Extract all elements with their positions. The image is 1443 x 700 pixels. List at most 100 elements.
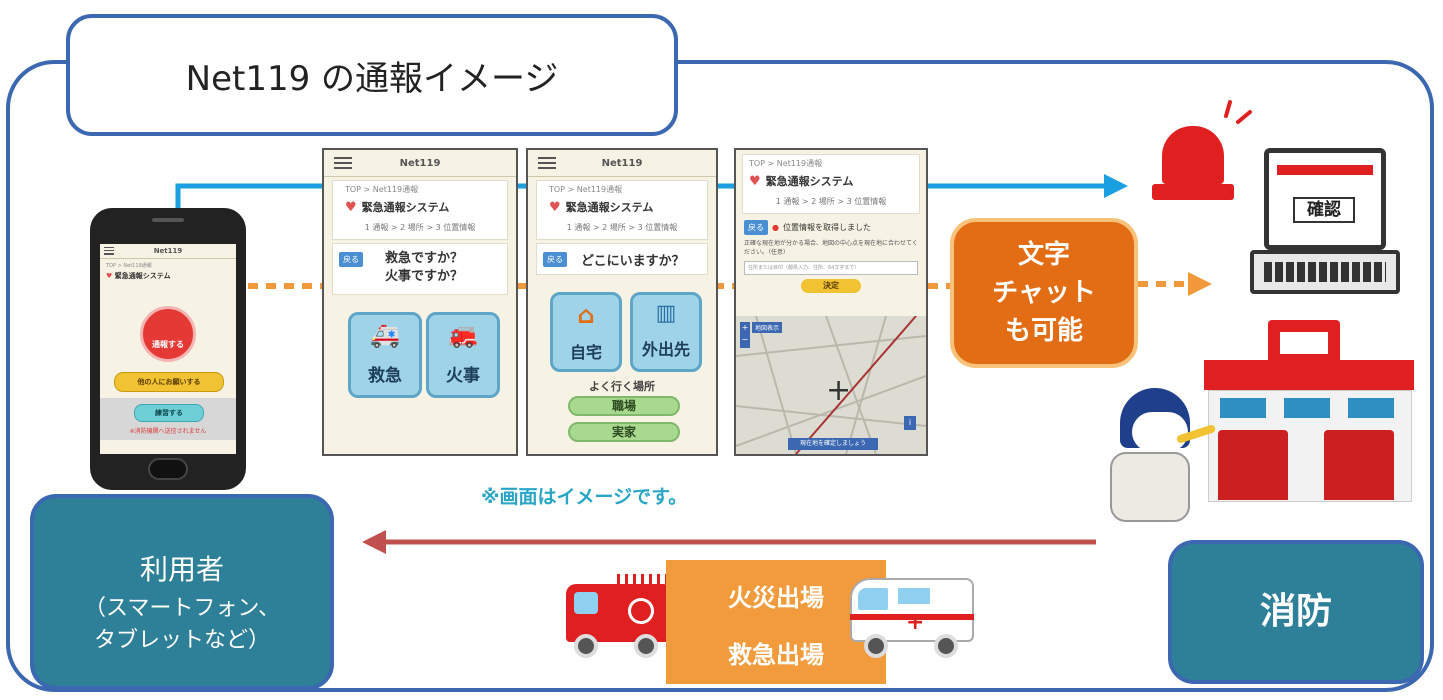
- report-arrowhead: [1104, 174, 1128, 198]
- user-devices-line2: タブレットなど）: [93, 628, 270, 653]
- person-building-icon: ▥: [655, 301, 677, 326]
- screen-location-type: Net119 TOP > Net119通報 ♥ 緊急通報システム 1 通報 > 2…: [526, 148, 718, 456]
- ambulance-option-button[interactable]: 🚑 救急: [348, 312, 422, 398]
- chat-line3: も可能: [1004, 316, 1083, 346]
- user-devices-line1: （スマートフォン、: [83, 596, 281, 621]
- outside-label: 外出先: [641, 340, 690, 359]
- chat-line2: チャット: [992, 278, 1096, 308]
- heart-icon: ♥: [106, 272, 113, 280]
- alarm-light-icon: [1152, 126, 1234, 200]
- dispatch-ambulance-label: 救急出場: [728, 641, 824, 669]
- screen-location-map: TOP > Net119通報 ♥緊急通報システム 1 通報 > 2 場所 > 3…: [734, 148, 928, 456]
- ambulance-icon: 🚑: [370, 321, 400, 349]
- phone-nav: Net119: [100, 244, 236, 259]
- screen3-breadcrumb: TOP > Net119通報: [749, 159, 823, 168]
- screen2-header-card: TOP > Net119通報 ♥ 緊急通報システム 1 通報 > 2 場所 > 3…: [536, 180, 708, 240]
- address-input[interactable]: 住所または目印（都県入力、住所、64文字まで）: [744, 261, 918, 275]
- phone-screen: Net119 TOP > Net119通報 ♥ 緊急通報システム 通報する 他の…: [100, 244, 236, 454]
- screen1-system-name: 緊急通報システム: [361, 201, 450, 214]
- home-option-button[interactable]: ⌂ 自宅: [550, 292, 622, 372]
- report-button-label: 通報する: [152, 340, 184, 349]
- question-line2: 火事ですか？: [385, 269, 464, 284]
- screen-caption: ※画面はイメージです。: [481, 486, 688, 508]
- back-button[interactable]: 戻る: [744, 220, 768, 235]
- fire-option-button[interactable]: 🚒 火事: [426, 312, 500, 398]
- phone-app-name: Net119: [153, 247, 183, 255]
- dispatch-arrowhead: [362, 530, 386, 554]
- user-label: 利用者: [139, 553, 224, 586]
- diagram-frame: [6, 60, 1434, 692]
- fire-engine-icon: [566, 570, 670, 660]
- heart-icon: ♥: [345, 199, 357, 215]
- dispatch-fire-label: 火災出場: [728, 584, 824, 612]
- user-box: 利用者 （スマートフォン、 タブレットなど）: [30, 494, 334, 690]
- screen2-app-name: Net119: [601, 157, 643, 169]
- screen-emergency-type: Net119 TOP > Net119通報 ♥ 緊急通報システム 1 通報 > 2…: [322, 148, 518, 456]
- house-icon: ⌂: [577, 301, 595, 329]
- screen2-nav: Net119: [528, 150, 716, 177]
- phone-breadcrumb: TOP > Net119通報: [106, 263, 152, 269]
- laptop-screen: 確認: [1264, 148, 1386, 250]
- screen3-header-card: TOP > Net119通報 ♥緊急通報システム 1 通報 > 2 場所 > 3…: [742, 154, 920, 214]
- menu-icon[interactable]: [538, 157, 556, 169]
- screen2-steps: 1 通報 > 2 場所 > 3 位置情報: [566, 223, 678, 232]
- map-roads: [736, 316, 926, 454]
- dispatch-box: 火災出場 救急出場: [666, 560, 886, 684]
- location-pin-icon: ●: [772, 223, 779, 232]
- laptop-alert-bar: [1277, 165, 1373, 175]
- crosshair-icon: +: [826, 373, 852, 408]
- fire-truck-icon: 🚒: [448, 321, 478, 349]
- confirm-label: 確認: [1293, 197, 1355, 223]
- screen2-question-card: 戻る どこにいますか？: [536, 243, 708, 275]
- fire-department-box: 消防: [1168, 540, 1424, 684]
- map-view[interactable]: 地図表示 +− + 現在地を確定しましょう i: [736, 316, 926, 454]
- heart-icon: ♥: [749, 173, 761, 189]
- screen2-breadcrumb: TOP > Net119通報: [549, 185, 623, 194]
- fire-station-icon: [1198, 320, 1420, 502]
- screen2-system-name: 緊急通報システム: [565, 201, 654, 214]
- menu-icon[interactable]: [104, 247, 114, 255]
- back-button[interactable]: 戻る: [543, 252, 567, 267]
- ask-other-button[interactable]: 他の人にお願いする: [114, 372, 224, 392]
- location-question: どこにいますか？: [581, 254, 685, 269]
- home-label: 自宅: [569, 343, 602, 362]
- report-button[interactable]: 通報する: [140, 306, 196, 362]
- ambulance-icon: +: [850, 572, 974, 662]
- confirm-location-button[interactable]: 現在地を確定しましょう: [788, 438, 878, 450]
- place-work-button[interactable]: 職場: [568, 396, 680, 416]
- screen1-breadcrumb: TOP > Net119通報: [345, 185, 419, 194]
- laptop-keyboard: [1250, 250, 1400, 294]
- frequent-places-label: よく行く場所: [589, 380, 655, 393]
- screen1-nav: Net119: [324, 150, 516, 177]
- screen3-steps: 1 通報 > 2 場所 > 3 位置情報: [775, 197, 887, 206]
- back-button[interactable]: 戻る: [339, 252, 363, 267]
- phone-system-name: 緊急通報システム: [114, 272, 171, 280]
- chat-possible-box: 文字 チャット も可能: [950, 218, 1138, 368]
- info-icon[interactable]: i: [904, 416, 916, 430]
- question-line1: 救急ですか？: [385, 251, 464, 266]
- chat-line1: 文字: [1017, 240, 1070, 270]
- menu-icon[interactable]: [334, 157, 352, 169]
- practice-button[interactable]: 練習する: [134, 404, 204, 422]
- practice-note: ※消防機関へ送信されません: [129, 428, 207, 435]
- place-family-button[interactable]: 実家: [568, 422, 680, 442]
- keyboard-keys: [1264, 262, 1386, 282]
- diagram-title: Net119 の通報イメージ: [66, 14, 678, 136]
- alarm-flash-icon: [1224, 100, 1252, 124]
- screen1-app-name: Net119: [399, 157, 441, 169]
- map-instruction: 正確な現在地が分かる場合、地図の中心点を現在地に合わせてください。（任意）: [744, 240, 918, 256]
- title-text: Net119 の通報イメージ: [185, 58, 559, 99]
- phone-speaker: [152, 218, 184, 222]
- smartphone: Net119 TOP > Net119通報 ♥ 緊急通報システム 通報する 他の…: [90, 208, 246, 490]
- zoom-control[interactable]: +−: [740, 322, 750, 348]
- screen1-steps: 1 通報 > 2 場所 > 3 位置情報: [364, 223, 476, 232]
- fire-label: 火事: [446, 366, 480, 386]
- screen1-header-card: TOP > Net119通報 ♥ 緊急通報システム 1 通報 > 2 場所 > 3…: [332, 180, 508, 240]
- heart-icon: ♥: [549, 199, 561, 215]
- outside-option-button[interactable]: ▥ 外出先: [630, 292, 702, 372]
- screen1-question-card: 戻る 救急ですか？ 火事ですか？: [332, 243, 508, 295]
- chat-arrowhead: [1188, 272, 1212, 296]
- phone-home-button: [148, 458, 188, 480]
- location-status: 位置情報を取得しました: [782, 223, 871, 232]
- decide-button[interactable]: 決定: [801, 279, 861, 293]
